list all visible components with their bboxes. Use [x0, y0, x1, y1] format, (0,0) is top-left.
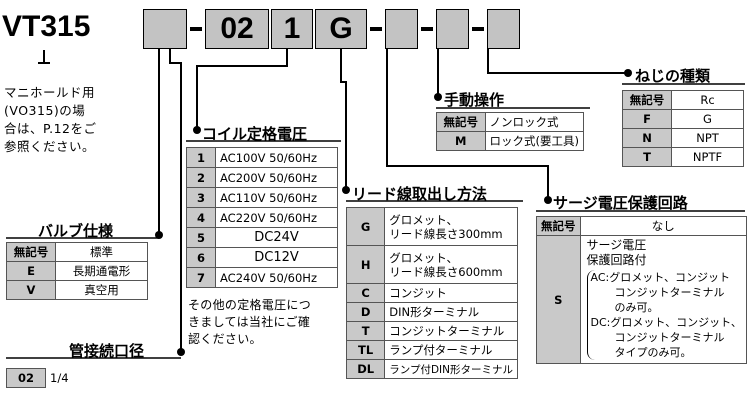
- code-box-valve-spec: [143, 9, 187, 49]
- lead-wire-title: リード線取出し方法: [352, 185, 488, 203]
- code-box-port-size: 02: [205, 9, 269, 49]
- separator-dash: [190, 27, 202, 31]
- table-row: 無記号ノンロック式: [436, 112, 585, 132]
- separator-dash: [421, 27, 433, 31]
- valve-spec-title: バルブ仕様: [38, 222, 114, 240]
- surge-title: サージ電圧保護回路: [553, 194, 688, 212]
- coil-voltage-note: その他の定格電圧につ きましては当社にご確 認ください。: [188, 298, 312, 346]
- table-row: 無記号なし: [536, 216, 747, 236]
- thread-title: ねじの種類: [635, 67, 711, 85]
- table-row: 無記号標準: [6, 242, 148, 262]
- code-box-surge: [385, 9, 418, 49]
- port-size-title: 管接続口径: [69, 342, 145, 360]
- surge-table: 無記号なし S サージ電圧 保護回路付 AC:グロメット、コンジット コンジット…: [536, 216, 747, 364]
- code-box-thread: [487, 9, 520, 49]
- manual-override-title: 手動操作: [444, 91, 505, 109]
- separator-dash: [370, 27, 382, 31]
- manifold-note: マニホールド用 (VO315)の場 合は、P.12をご 参照ください。: [4, 85, 97, 154]
- separator-dash: [472, 27, 484, 31]
- coil-voltage-title: コイル定格電圧: [202, 125, 308, 143]
- code-box-lead-wire: G: [315, 9, 367, 49]
- table-row: S サージ電圧 保護回路付 AC:グロメット、コンジット コンジットターミナル …: [536, 235, 747, 364]
- code-box-coil-voltage: 1: [271, 9, 313, 49]
- code-box-manual-override: [436, 9, 469, 49]
- model-number: VT315: [2, 10, 91, 43]
